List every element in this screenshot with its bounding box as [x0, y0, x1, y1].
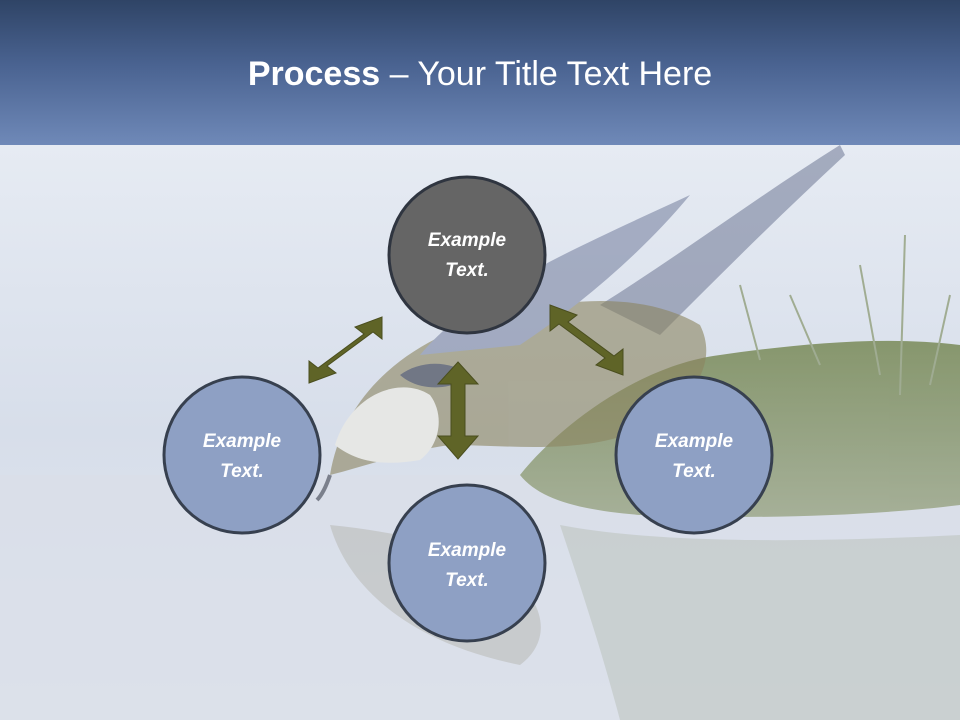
title-bar: [0, 0, 960, 145]
arrow-top-left: [308, 316, 383, 384]
node-bottom-line2: Text.: [445, 570, 489, 591]
title-bold: Process: [247, 55, 381, 93]
node-right: Example Text.: [614, 375, 774, 535]
node-top-line1: Example: [428, 230, 507, 251]
node-left-line1: Example: [203, 431, 282, 452]
node-left-line2: Text.: [220, 461, 264, 482]
node-right-line2: Text.: [672, 461, 716, 482]
arrow-vertical: [436, 361, 480, 460]
node-top-line2: Text.: [445, 260, 489, 281]
node-top: Example Text.: [387, 175, 547, 335]
node-right-line1: Example: [655, 431, 734, 452]
node-bottom-line1: Example: [428, 540, 507, 561]
arrow-top-right: [549, 304, 624, 376]
node-left: Example Text.: [162, 375, 322, 535]
node-bottom: Example Text.: [387, 483, 547, 643]
title-rest: – Your Title Text Here: [380, 55, 713, 93]
slide-title: Process – Your Title Text Here: [0, 52, 960, 96]
